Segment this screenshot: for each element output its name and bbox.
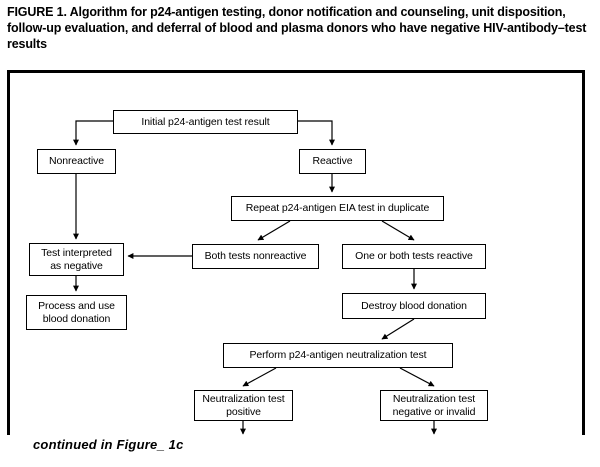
edge-destroy-to-perform-neutralization	[381, 318, 415, 340]
node-one-or-both-tests-reactive[interactable]: One or both tests reactive	[342, 244, 486, 269]
node-repeat-eia-test[interactable]: Repeat p24-antigen EIA test in duplicate	[231, 196, 444, 221]
node-nonreactive[interactable]: Nonreactive	[37, 149, 116, 174]
node-initial[interactable]: Initial p24-antigen test result	[113, 110, 298, 134]
continued-note: continued in Figure_ 1c	[33, 437, 184, 452]
node-reactive[interactable]: Reactive	[299, 149, 366, 174]
edge-repeat-to-one-or-both	[381, 220, 415, 241]
node-label: Repeat p24-antigen EIA test in duplicate	[245, 202, 430, 215]
node-label: Initial p24-antigen test result	[141, 115, 270, 128]
node-label: Destroy blood donation	[361, 299, 467, 312]
node-label: One or both tests reactive	[355, 250, 473, 263]
node-destroy-blood-donation[interactable]: Destroy blood donation	[342, 293, 486, 319]
node-label: Both tests nonreactive	[204, 250, 307, 263]
edge-initial-to-reactive	[298, 120, 335, 146]
node-label: Reactive	[312, 155, 353, 168]
edge-repeat-to-both-nonreactive	[257, 220, 291, 241]
figure-frame	[7, 70, 585, 435]
edge-perform-to-neutralization-negative	[399, 367, 435, 387]
node-label: Perform p24-antigen neutralization test	[249, 349, 427, 362]
node-label: Nonreactive	[49, 155, 104, 168]
figure-title: FIGURE 1. Algorithm for p24-antigen test…	[7, 5, 587, 51]
edge-initial-to-nonreactive	[73, 120, 113, 146]
edge-perform-to-neutralization-positive	[242, 367, 277, 387]
node-perform-neutralization-test[interactable]: Perform p24-antigen neutralization test	[223, 343, 453, 368]
node-both-tests-nonreactive[interactable]: Both tests nonreactive	[192, 244, 319, 269]
